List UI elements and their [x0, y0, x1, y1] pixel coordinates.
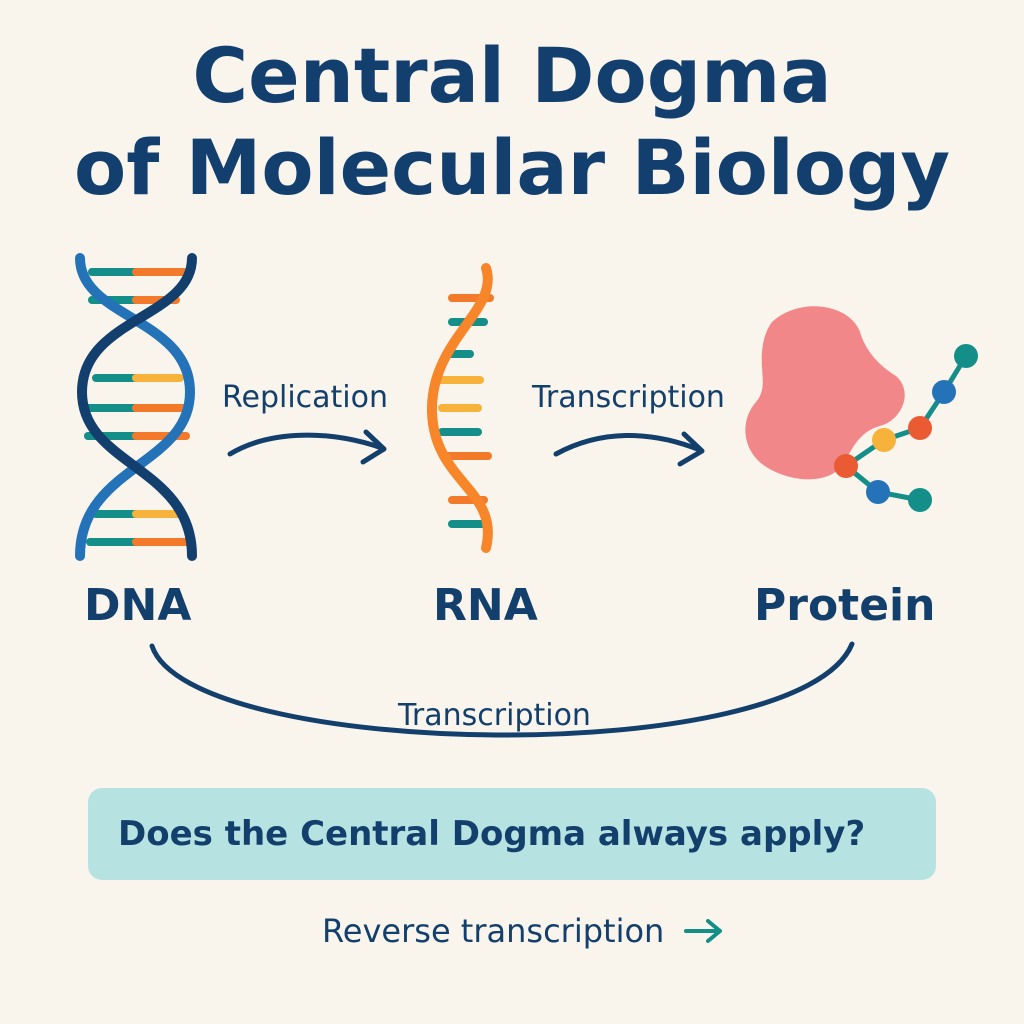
rna-backbone	[426, 263, 493, 553]
dna-strand-blue	[75, 253, 196, 561]
amino-acid	[872, 428, 896, 452]
reverse-transcription-link[interactable]: Reverse transcription	[322, 912, 726, 950]
arrow-right-icon-path	[684, 919, 723, 943]
question-callout: Does the Central Dogma always apply?	[88, 788, 936, 880]
protein-blob-icon	[745, 306, 978, 512]
dna-strand-dark	[76, 253, 197, 561]
dna-base-pairs	[84, 268, 190, 546]
amino-acid	[932, 380, 956, 404]
protein-blob	[745, 306, 905, 480]
transcription-arrow	[553, 431, 705, 467]
arrow-label-transcription-bottom: Transcription	[398, 698, 591, 733]
arrow-shaft	[227, 432, 385, 457]
reverse-transcription-label: Reverse transcription	[322, 912, 665, 950]
amino-acid	[866, 480, 890, 504]
title-line-2: of Molecular Biology	[73, 123, 950, 212]
callout-question: Does the Central Dogma always apply?	[118, 814, 866, 854]
title-line-1: Central Dogma	[192, 31, 832, 120]
arrow-right-icon	[360, 429, 387, 465]
dna-to-protein-curve	[149, 641, 855, 738]
amino-acid	[908, 488, 932, 512]
node-label-protein: Protein	[754, 580, 936, 631]
node-label-dna: DNA	[84, 580, 192, 631]
rna-strand-icon	[426, 263, 494, 553]
page-title: Central Dogma of Molecular Biology	[0, 30, 1024, 214]
dna-helix-icon	[75, 253, 197, 561]
amino-acid	[908, 416, 932, 440]
arrow-label-transcription-top: Transcription	[532, 380, 725, 415]
arrow-shaft	[553, 432, 703, 457]
arrow-right-icon	[684, 919, 723, 943]
arrow-right-icon	[677, 431, 705, 467]
node-label-rna: RNA	[433, 580, 538, 631]
replication-arrow	[227, 429, 387, 465]
amino-acid	[954, 344, 978, 368]
arrow-label-replication: Replication	[222, 380, 389, 415]
amino-acid	[834, 454, 858, 478]
